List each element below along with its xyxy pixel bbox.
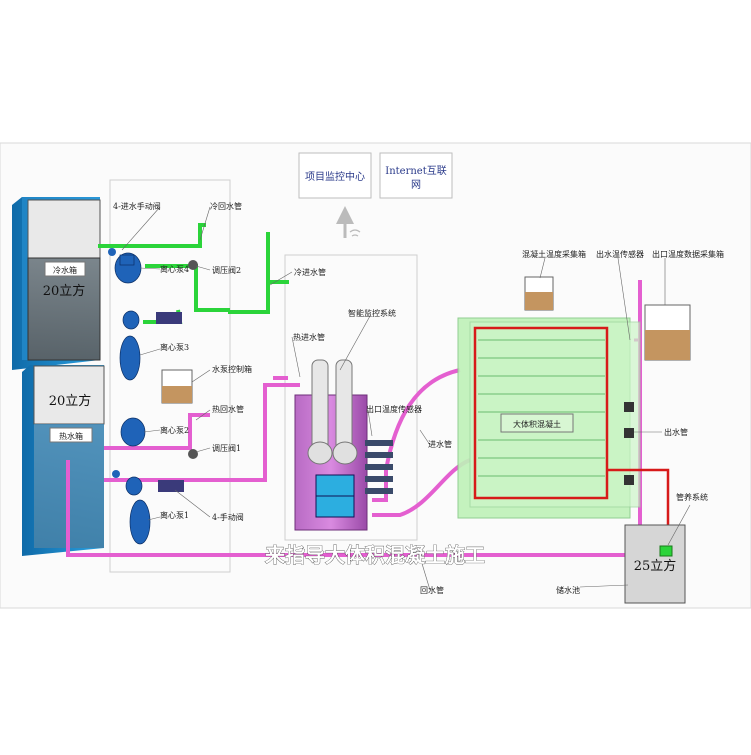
label-inlet-manual-valve-4: 4-进水手动阀 xyxy=(113,201,161,211)
pumps xyxy=(114,252,151,545)
monitor-center-label: 项目监控中心 xyxy=(305,170,365,183)
storage-pool-volume: 25立方 xyxy=(634,558,677,574)
label-concrete-temp-collector: 混凝土温度采集箱 xyxy=(522,249,586,259)
sensor-line xyxy=(607,468,670,545)
label-manual-valve-4: 4-手动阀 xyxy=(212,512,244,522)
internet-box xyxy=(379,152,453,199)
mass-concrete-label: 大体积混凝土 xyxy=(513,419,561,429)
centrifugal-pump-3-body xyxy=(119,335,141,381)
label-pump-control-box: 水泵控制箱 xyxy=(212,364,252,374)
label-centrifugal-pump-3: 离心泵3 xyxy=(160,342,189,352)
right-side-sensors xyxy=(624,402,634,485)
label-centrifugal-pump-4: 离心泵4 xyxy=(160,264,189,274)
storage-pool xyxy=(624,524,686,604)
pressure-valve-1 xyxy=(188,449,198,459)
label-return-pipe: 回水管 xyxy=(420,585,444,595)
leader-lines xyxy=(121,206,691,591)
valves xyxy=(108,248,198,492)
internet-label-line1: Internet互联 xyxy=(385,165,446,177)
mass-concrete-block xyxy=(457,317,641,519)
label-centrifugal-pump-2: 离心泵2 xyxy=(160,425,189,435)
pump-control-box-base xyxy=(162,386,192,403)
concrete-temp-collector-base xyxy=(525,292,553,310)
centrifugal-pump-1-body xyxy=(129,499,151,545)
label-hot-inlet-pipe: 热进水管 xyxy=(293,332,325,342)
pump-station-outline xyxy=(109,179,231,573)
label-pressure-valve-2: 调压阀2 xyxy=(212,266,241,275)
hot-tank-label-box xyxy=(49,427,93,443)
pressure-valve-2 xyxy=(188,260,198,270)
internet-label-line2: 网 xyxy=(411,179,421,191)
label-outlet-pipe: 出水管 xyxy=(664,427,688,437)
outlet-data-collector-base xyxy=(645,330,690,360)
smart-monitor-machine xyxy=(294,359,368,531)
label-cold-return-pipe: 冷回水管 xyxy=(210,201,242,211)
label-centrifugal-pump-1: 离心泵1 xyxy=(160,510,189,520)
label-outlet-temp-data-collector: 出口温度数据采集箱 xyxy=(652,249,724,259)
label-inlet-pipe: 进水管 xyxy=(428,439,452,449)
cold-tank-label: 冷水箱 xyxy=(53,265,77,275)
label-pressure-valve-1: 调压阀1 xyxy=(212,444,241,453)
label-outlet-temp-sensor: 出口温度传感器 xyxy=(366,404,422,414)
cold-tank-volume: 20立方 xyxy=(43,283,86,299)
label-cold-inlet-pipe: 冷进水管 xyxy=(294,267,326,277)
label-curing-system: 管养系统 xyxy=(676,492,708,502)
centrifugal-pump-2-body xyxy=(120,417,146,447)
label-smart-monitor-system: 智能监控系统 xyxy=(348,308,396,318)
cold-water-tank xyxy=(12,197,101,370)
video-caption: 来指导大体积混凝土施工 xyxy=(264,543,485,567)
label-storage-pool: 储水池 xyxy=(556,585,580,595)
monitor-center-box xyxy=(298,152,372,199)
curing-pump-icon xyxy=(659,545,673,557)
wifi-icon xyxy=(349,229,361,237)
hot-tank-label: 热水箱 xyxy=(59,431,83,441)
label-hot-return-pipe: 热回水管 xyxy=(212,404,244,414)
label-outlet-water-temp-sensor: 出水温传感器 xyxy=(596,249,644,259)
cold-tank-label-box xyxy=(44,261,86,277)
outlet-temp-sensors xyxy=(365,440,393,494)
hot-tank-volume: 20立方 xyxy=(49,393,92,409)
